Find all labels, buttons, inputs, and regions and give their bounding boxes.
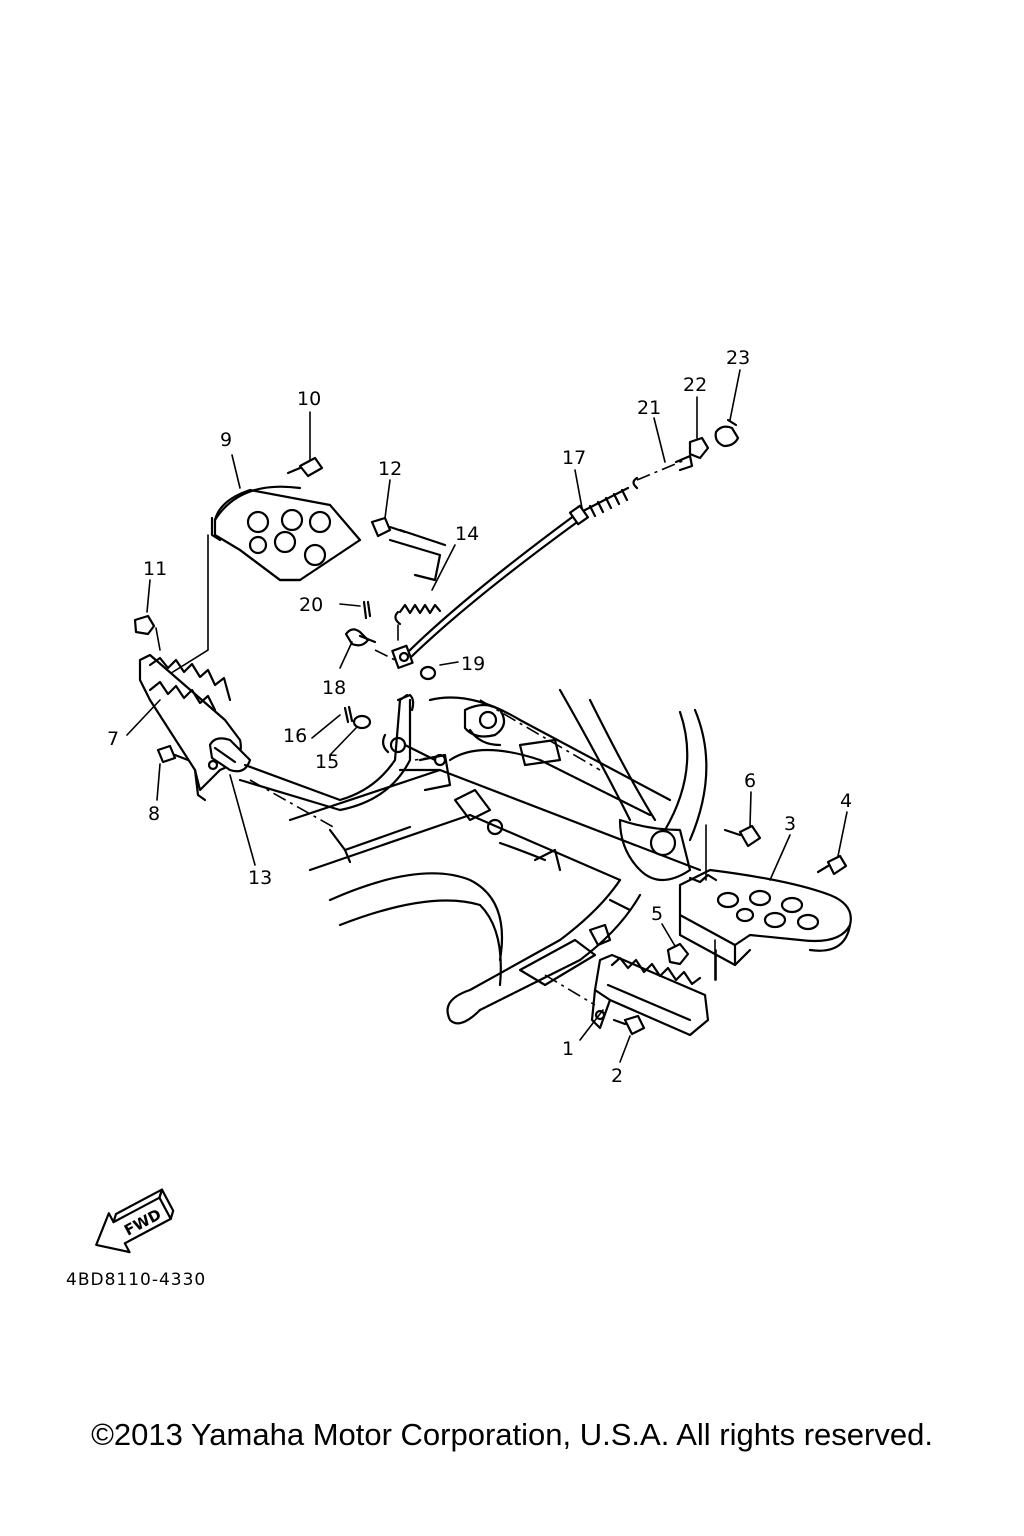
copyright-notice: ©2013 Yamaha Motor Corporation, U.S.A. A… [91, 1417, 933, 1452]
callout-9: 9 [220, 429, 232, 451]
callout-19: 19 [461, 653, 485, 675]
callout-5: 5 [651, 903, 663, 925]
callout-12: 12 [378, 458, 402, 480]
fwd-arrow-icon: FWD [95, 1188, 175, 1254]
callout-8: 8 [148, 803, 160, 825]
callout-22: 22 [683, 374, 707, 396]
callout-11: 11 [143, 558, 167, 580]
callout-4: 4 [840, 790, 852, 812]
leader-lines [126, 369, 848, 1063]
callout-6: 6 [744, 770, 756, 792]
callout-20: 20 [299, 594, 323, 616]
frame [288, 688, 708, 1025]
callout-14: 14 [455, 523, 479, 545]
footpeg-left [138, 653, 242, 802]
brake-pedal [208, 693, 447, 829]
footboard-left [159, 485, 447, 681]
footboard-right [678, 824, 852, 981]
diagram-code: 4BD8110-4330 [66, 1270, 207, 1290]
callout-3: 3 [784, 813, 796, 835]
footpeg-right [544, 949, 717, 1037]
callout-10: 10 [297, 388, 321, 410]
callout-numbers: 1 2 3 4 5 6 7 8 9 10 11 12 13 14 15 16 1… [107, 347, 852, 1087]
callout-15: 15 [315, 751, 339, 773]
callout-21: 21 [637, 397, 661, 419]
fasteners-right [612, 824, 848, 1036]
callout-2: 2 [611, 1065, 623, 1087]
callout-7: 7 [107, 728, 119, 750]
callout-1: 1 [562, 1038, 574, 1060]
callout-16: 16 [283, 725, 307, 747]
callout-13: 13 [248, 867, 272, 889]
brake-cable [343, 418, 740, 730]
callout-17: 17 [562, 447, 586, 469]
callout-23: 23 [726, 347, 750, 369]
callout-18: 18 [322, 677, 346, 699]
